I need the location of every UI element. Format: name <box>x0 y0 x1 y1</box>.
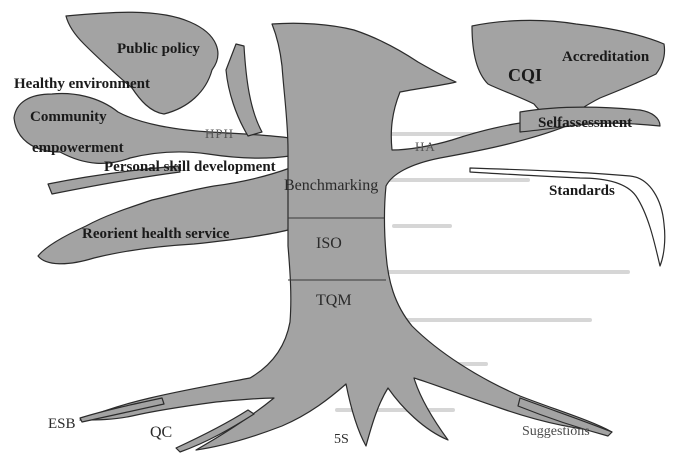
label-empowerment: empowerment <box>32 141 124 156</box>
label-healthy-environment: Healthy environment <box>14 77 150 92</box>
right-upper-leaf <box>472 20 665 120</box>
label-5s: 5S <box>334 433 349 447</box>
label-hph: HPH <box>205 127 234 140</box>
label-tqm: TQM <box>316 293 352 309</box>
label-benchmarking: Benchmarking <box>284 178 378 194</box>
label-community: Community <box>30 110 107 125</box>
label-suggestions: Suggestions <box>522 425 590 439</box>
label-accreditation: Accreditation <box>562 50 649 65</box>
label-reorient-health-service: Reorient health service <box>82 227 229 242</box>
label-ha: HA <box>415 140 436 153</box>
label-qc: QC <box>150 425 172 441</box>
label-iso: ISO <box>316 236 342 252</box>
label-self-assessment: Selfassessment <box>538 116 632 131</box>
upper-left-twig <box>226 44 262 136</box>
label-cqi: CQI <box>508 66 542 84</box>
label-personal-skill-development: Personal skill development <box>104 160 276 175</box>
label-public-policy: Public policy <box>117 42 200 57</box>
label-standards: Standards <box>549 184 615 199</box>
label-esb: ESB <box>48 417 76 432</box>
